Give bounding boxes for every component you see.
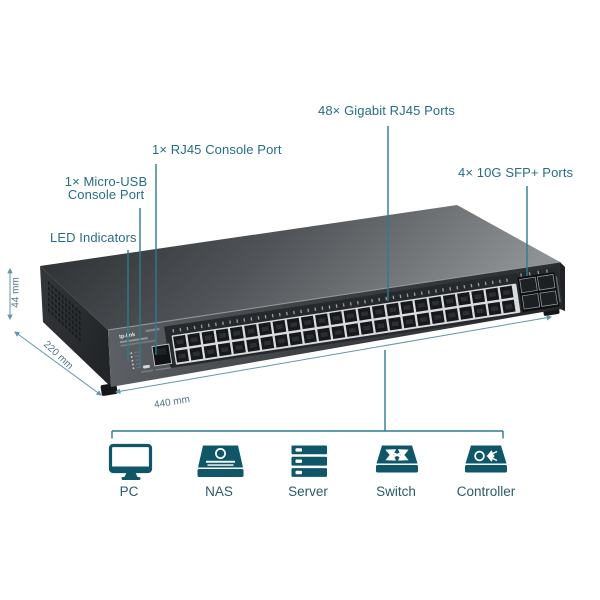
callout-gigabit-ports: 48× Gigabit RJ45 Ports xyxy=(318,103,455,118)
pc-icon xyxy=(108,443,153,480)
device-icons xyxy=(108,443,507,480)
side-text-bar xyxy=(555,276,561,303)
label-controller: Controller xyxy=(456,484,516,499)
dimension-line-440mm xyxy=(114,315,553,394)
controller-icon xyxy=(465,445,507,473)
label-pc: PC xyxy=(119,484,139,499)
server-icon xyxy=(291,445,327,477)
sfp-ports xyxy=(517,272,560,312)
vent-grille xyxy=(48,281,81,343)
dimension-line-220mm xyxy=(14,331,102,396)
dimension-height-44mm: 44 mm xyxy=(10,277,22,308)
callout-micro-usb-line2: Console Port xyxy=(67,186,145,202)
dimension-lines xyxy=(7,267,553,396)
label-nas: NAS xyxy=(205,484,233,499)
callout-led-indicators: LED Indicators xyxy=(50,230,137,245)
nas-icon xyxy=(197,445,244,477)
callout-sfp-ports: 4× 10G SFP+ Ports xyxy=(458,165,574,180)
callout-micro-usb: 1× Micro-USB Console Port xyxy=(58,174,154,202)
callout-micro-usb-line1: 1× Micro-USB xyxy=(64,174,148,189)
switch-icon xyxy=(376,445,418,473)
callout-rj45-console: 1× RJ45 Console Port xyxy=(152,142,282,157)
top-face xyxy=(40,205,560,330)
label-switch: Switch xyxy=(376,484,416,499)
label-server: Server xyxy=(288,484,328,499)
